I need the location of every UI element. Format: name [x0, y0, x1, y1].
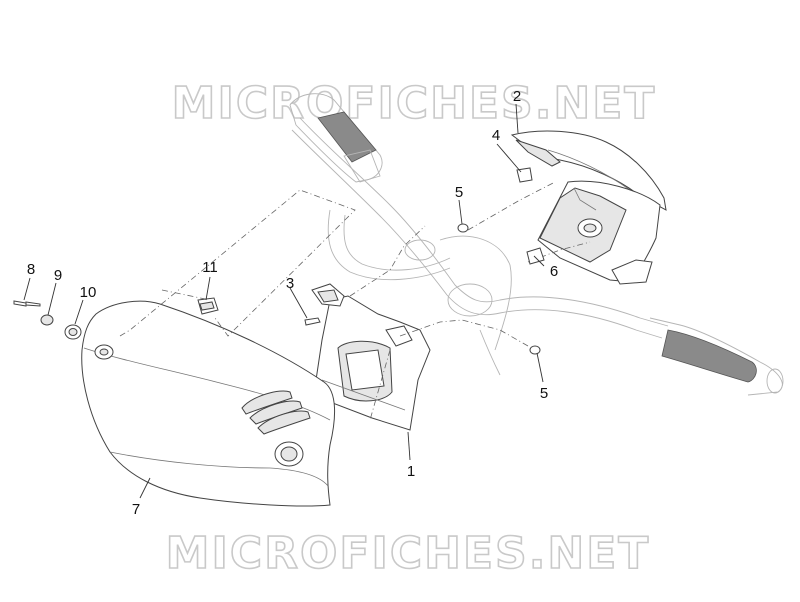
callout-1: 1 [407, 463, 415, 480]
left-grip [289, 93, 383, 183]
part-1-front-shell [315, 295, 431, 431]
hardware [13, 167, 545, 355]
right-grip [649, 317, 784, 396]
callout-8: 8 [27, 261, 35, 278]
watermark-top: MICROFICHES.NET [172, 78, 657, 129]
callout-5-upper: 5 [455, 184, 463, 201]
callout-2: 2 [513, 88, 521, 105]
callout-6: 6 [550, 263, 558, 280]
callout-4: 4 [492, 127, 500, 144]
part-7-leg-shield [81, 300, 336, 507]
assembly-guides [119, 181, 591, 421]
leader-lines [23, 103, 545, 499]
callout-5-lower: 5 [540, 385, 548, 402]
callouts: 1 2 3 4 5 5 6 7 8 9 10 11 [27, 88, 558, 518]
watermark-bottom: MICROFICHES.NET [166, 528, 651, 579]
part-2-upper-cover [510, 130, 667, 211]
callout-7: 7 [132, 501, 140, 518]
rear-shell [537, 180, 661, 285]
callout-10: 10 [80, 284, 97, 301]
callout-9: 9 [54, 267, 62, 284]
callout-11: 11 [202, 259, 218, 276]
callout-3: 3 [286, 275, 294, 292]
